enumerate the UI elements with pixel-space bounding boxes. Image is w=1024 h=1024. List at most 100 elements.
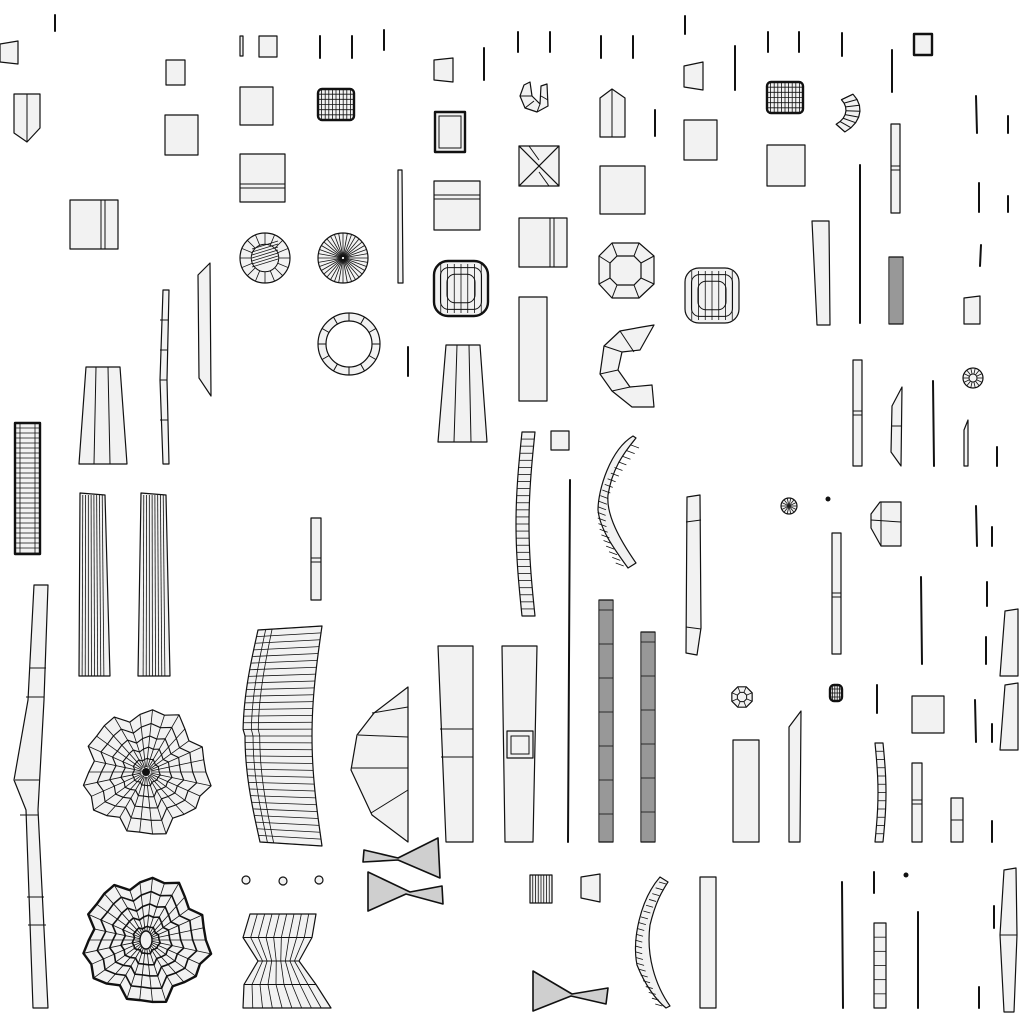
uv-edge [599,528,608,533]
uv-edge [607,478,616,483]
rosette-island [82,709,212,835]
uv-edge [247,680,315,684]
uv-island [278,876,288,886]
uv-edge [160,494,163,677]
uv-edge [147,883,165,936]
uv-edge [614,467,623,471]
uv-sliver [920,576,923,665]
uv-island [890,123,901,214]
uv-edge [344,257,368,263]
rosette-hub [142,768,150,776]
skirt-column [280,913,293,1009]
uv-edge [96,735,143,770]
uv-edge [139,776,146,833]
uv-edge [540,95,549,101]
octagon-small [731,686,753,708]
uv-island [239,153,286,203]
uv-edge [638,968,646,972]
uv-edge [150,927,204,940]
uv-edge [99,494,102,677]
uv-edge [510,735,530,755]
uv-sliver [975,95,978,134]
uv-island [683,61,704,91]
uv-edge [524,100,535,109]
uv-edge [252,808,318,813]
uv-edge [246,687,315,691]
uv-edge [251,249,279,259]
uv-edge [96,903,143,938]
cage-island [316,87,356,122]
uv-edge [608,551,618,556]
uv-edge [142,494,145,677]
uv-edge [626,450,635,454]
uv-edge [598,277,611,285]
uv-edge [343,241,363,258]
uv-edge [368,328,377,333]
uv-island [609,255,642,286]
uv-island [13,421,42,556]
skirt-column [273,913,283,1009]
fan-grid [242,625,323,847]
uv-edge [149,774,197,809]
uv-edge [334,259,343,282]
uv-edge [334,234,343,257]
dense-column-islands [598,599,656,843]
uv-edge [604,483,613,488]
wheel-island [317,232,369,284]
cage-island [828,683,844,703]
uv-edge [249,666,317,671]
uv-edge [259,841,323,847]
uv-edge [248,673,316,677]
uv-edge [603,345,623,353]
uv-edge [601,534,610,539]
uv-island [437,344,488,443]
segmented-strip-island [874,742,887,843]
uv-edge [731,692,738,696]
dense-column [641,632,655,842]
uv-edge [635,933,644,937]
skirt-column [257,913,268,1009]
uv-edge [600,495,609,499]
bowtie-islands [362,837,609,1012]
uv-island [433,110,467,154]
uv-edge [147,943,174,987]
uv-edge [788,506,792,514]
uv-edge [241,248,253,254]
uv-edge [147,775,174,819]
uv-edge [637,928,645,931]
uv-island [766,144,806,187]
horseshoe-outline [519,81,549,113]
uv-edge [93,774,143,811]
uv-edge [255,234,261,246]
uv-edge [274,267,283,276]
banana-lines [597,444,640,567]
uv-island [580,873,601,903]
uv-edge [245,755,313,758]
uv-island [912,32,934,57]
uv-edge [789,505,797,510]
uv-island [683,119,718,161]
uv-island [597,435,637,569]
uv-edge [642,980,651,984]
uv-edge [126,944,145,999]
skirt-island [241,875,332,1009]
uv-edge [536,103,541,113]
uv-edge [611,242,618,257]
uv-island [598,599,614,843]
uv-edge [973,368,976,375]
uv-island [599,165,646,215]
uv-edge [597,517,606,522]
uv-island [811,220,831,326]
uv-edge [150,759,204,772]
uv-island [732,739,760,843]
uv-edge [113,884,144,936]
uv-edge [146,944,153,1003]
uv-edge [129,722,146,769]
uv-edge [845,104,860,108]
uv-edge [342,259,348,283]
uv-edge [326,258,343,278]
uv-edge [597,506,607,511]
uv-edge [277,262,289,268]
uv-island [550,430,570,451]
